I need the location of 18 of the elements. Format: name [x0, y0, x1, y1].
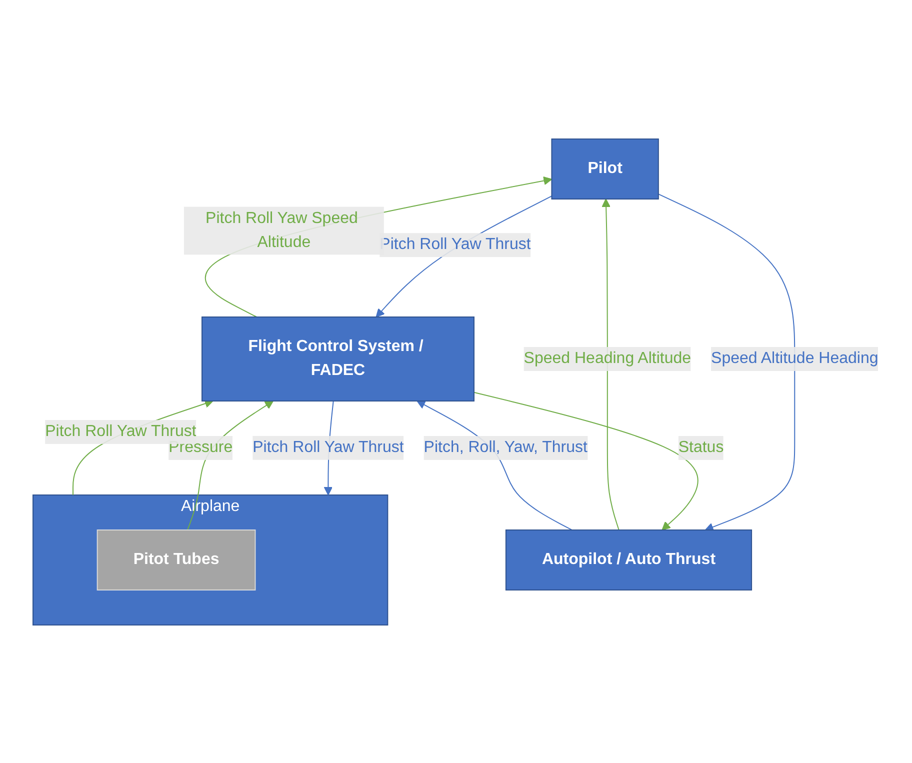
arrow	[658, 193, 796, 531]
arrow	[376, 195, 553, 317]
arrow	[602, 198, 620, 530]
node-box: Flight Control System / FADEC	[202, 316, 475, 401]
node-box: Pilot	[552, 138, 660, 199]
arrow	[474, 391, 699, 530]
edge-label: Speed Heading Altitude	[524, 349, 692, 366]
edge-label: Status	[678, 438, 724, 456]
node-box: Pitot Tubes	[97, 529, 256, 590]
arrow	[205, 176, 552, 317]
edge-label: Pitch Roll Yaw Speed Altitude	[206, 209, 358, 250]
edge-label: Speed Altitude Heading	[711, 349, 879, 366]
edge-label: Pitch Roll Yaw Thrust	[45, 422, 197, 440]
edge-label: Pitch Roll Yaw Thrust	[252, 438, 404, 456]
node-box: Autopilot / Auto Thrust	[506, 529, 752, 590]
edge-label: Pressure	[168, 438, 233, 456]
edge-label: Pitch Roll Yaw Thrust	[380, 236, 532, 253]
edge-label: Pitch, Roll, Yaw, Thrust	[424, 438, 588, 456]
